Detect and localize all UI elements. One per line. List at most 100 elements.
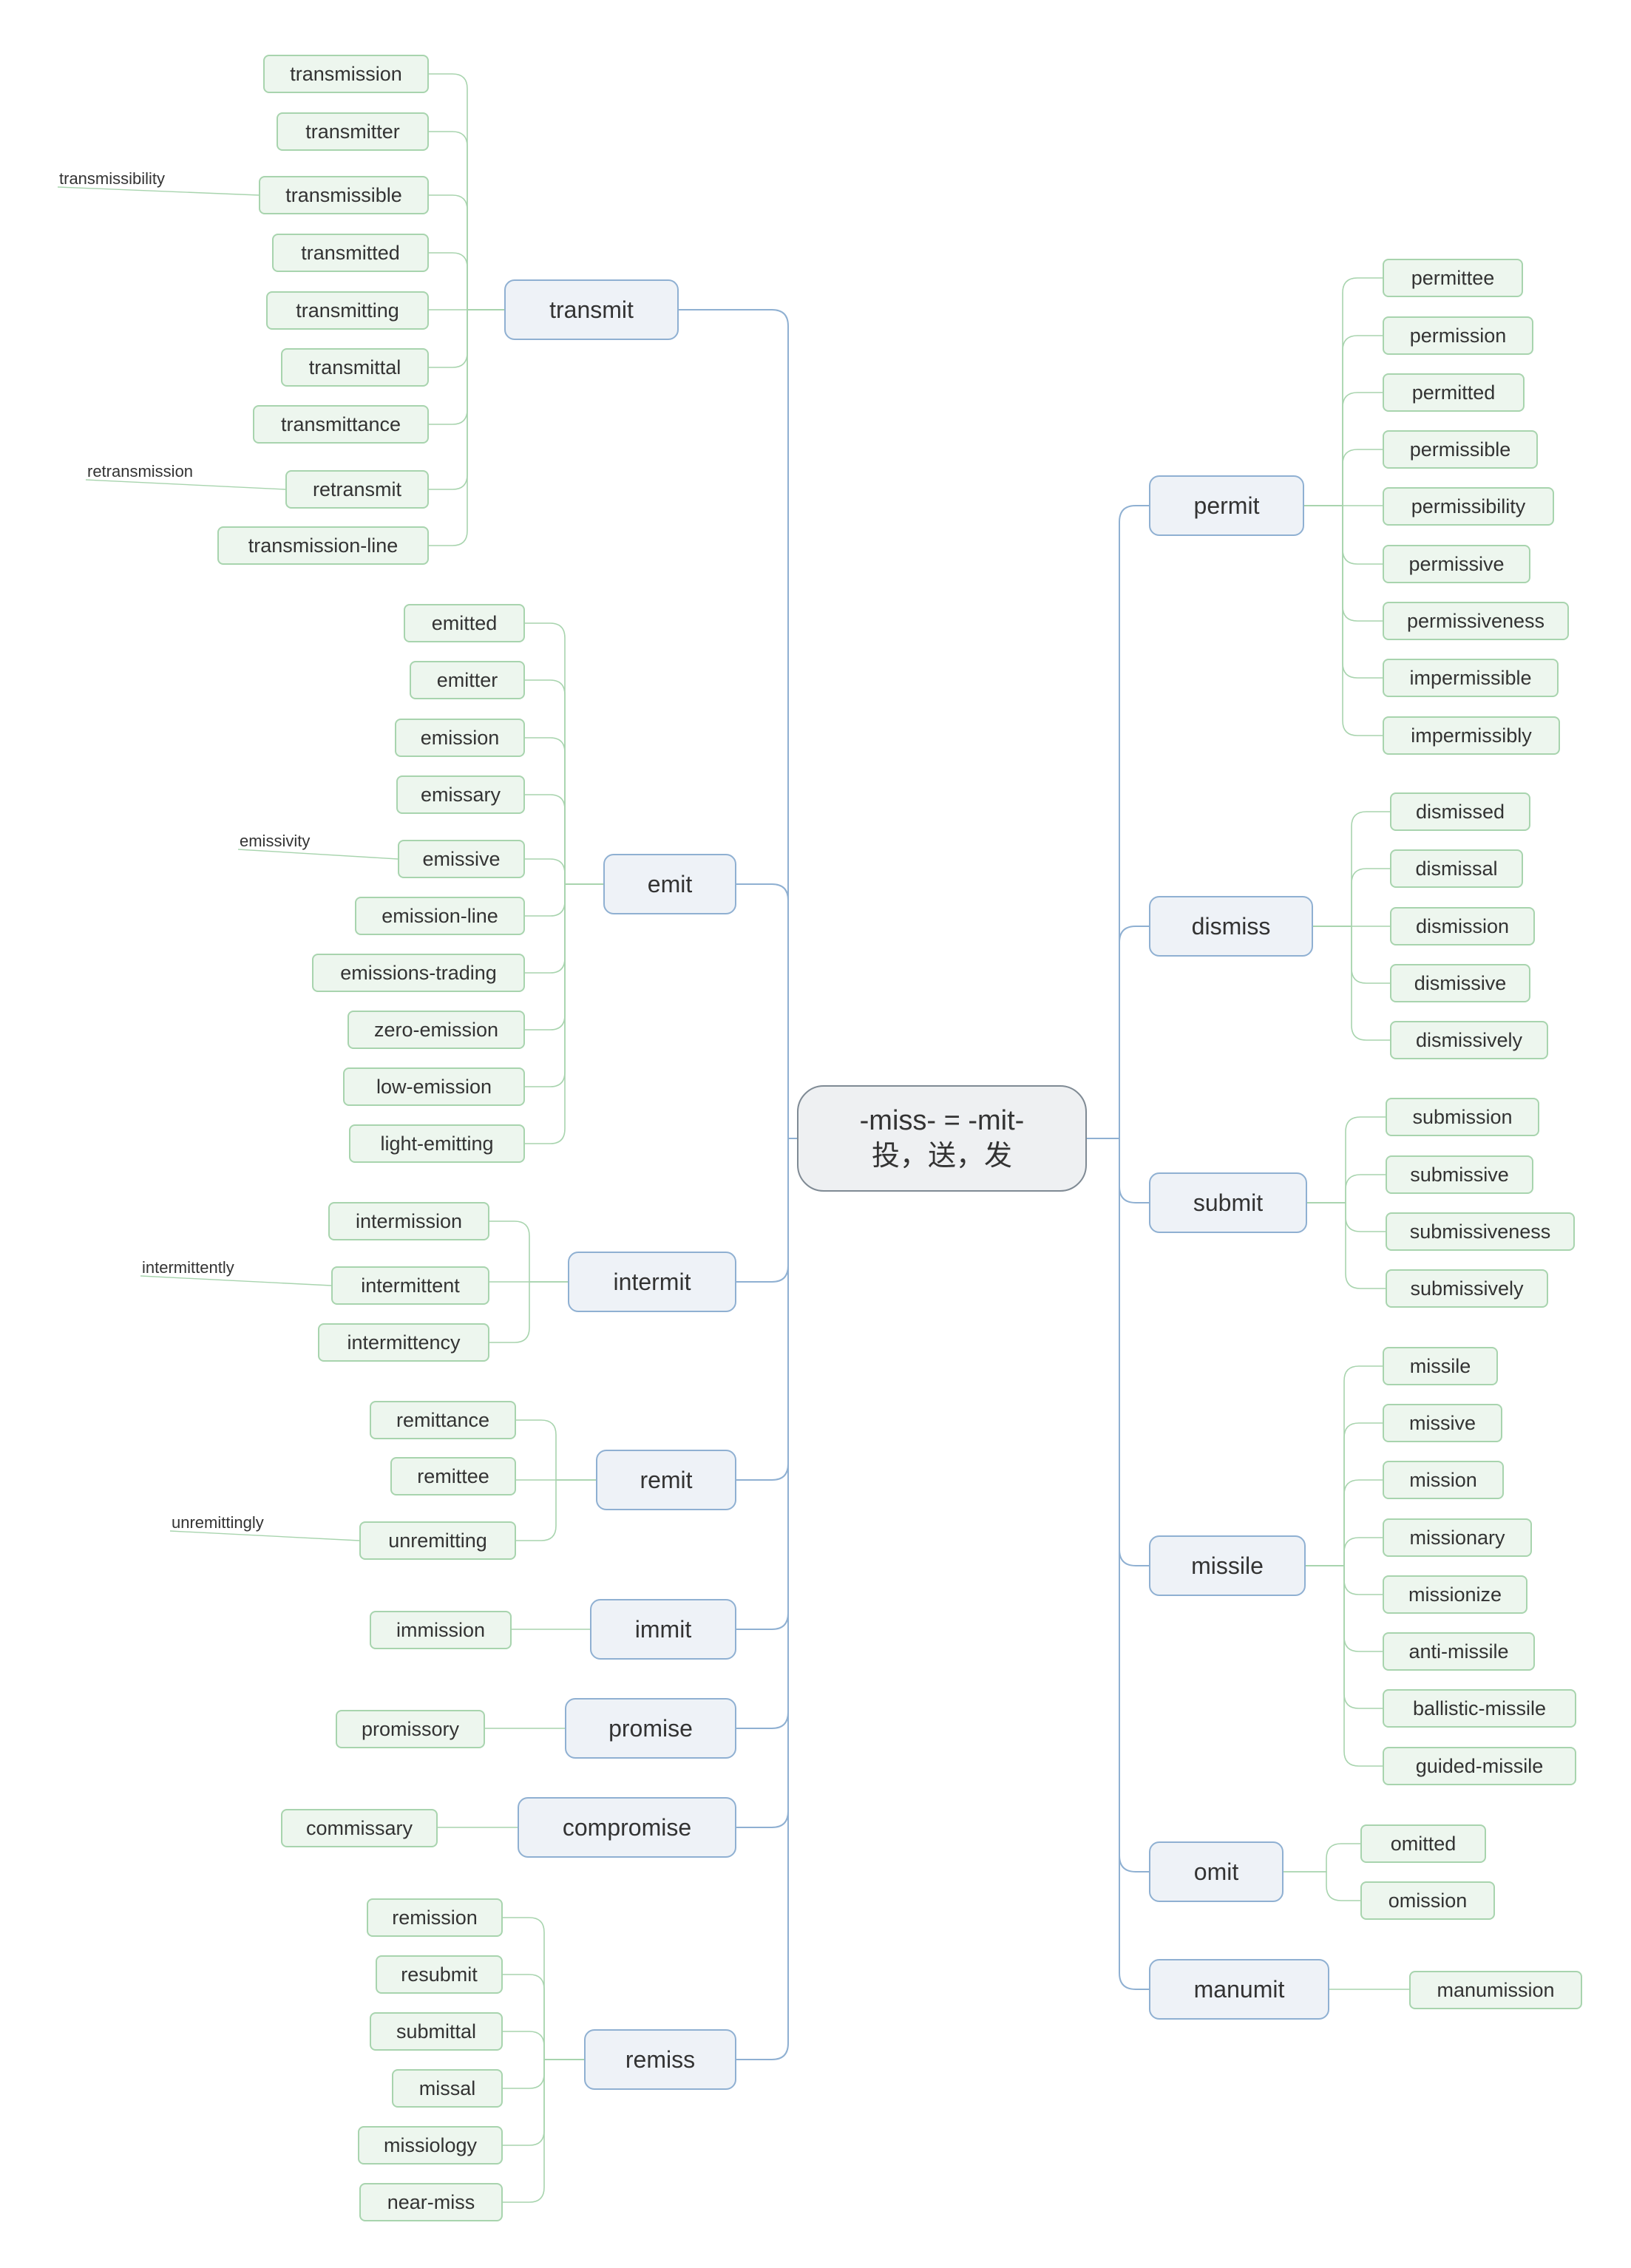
leaf-permissible[interactable]: permissible: [1383, 430, 1538, 469]
leaf-transmission[interactable]: transmission: [263, 55, 429, 93]
root-topic[interactable]: -miss- = -mit- 投，送，发: [797, 1085, 1087, 1192]
leaf-missiology[interactable]: missiology: [358, 2126, 503, 2165]
leaf-unremitting[interactable]: unremitting: [359, 1521, 516, 1560]
leaf-transmission-line[interactable]: transmission-line: [217, 526, 429, 565]
leaf-permitted[interactable]: permitted: [1383, 373, 1525, 412]
leaf-permissibility[interactable]: permissibility: [1383, 487, 1554, 526]
connector-line: [489, 1220, 568, 1283]
leaf-transmitted[interactable]: transmitted: [272, 234, 429, 272]
connector-line: [736, 883, 789, 1138]
leaf-low-emission[interactable]: low-emission: [343, 1067, 525, 1106]
branch-promise[interactable]: promise: [565, 1698, 736, 1759]
branch-manumit[interactable]: manumit: [1149, 1959, 1329, 2020]
leaf-omission[interactable]: omission: [1360, 1881, 1495, 1920]
connector-line: [679, 309, 789, 1138]
leaf-submission[interactable]: submission: [1386, 1098, 1539, 1136]
connector-line: [429, 309, 504, 546]
leaf-missionize[interactable]: missionize: [1383, 1575, 1527, 1614]
connector-line: [503, 2059, 584, 2089]
connector-line: [1306, 1365, 1383, 1566]
leaf-emitted[interactable]: emitted: [404, 604, 525, 642]
leaf-transmitting[interactable]: transmitting: [266, 291, 429, 330]
leaf-promissory[interactable]: promissory: [336, 1710, 485, 1748]
branch-intermit[interactable]: intermit: [568, 1252, 736, 1312]
leaf-dismissed[interactable]: dismissed: [1390, 792, 1530, 831]
leaf-manumission[interactable]: manumission: [1409, 1971, 1582, 2009]
note-transmissibility[interactable]: transmissibility: [59, 169, 166, 188]
leaf-missal[interactable]: missal: [392, 2069, 503, 2108]
leaf-permission[interactable]: permission: [1383, 316, 1533, 355]
branch-emit[interactable]: emit: [603, 854, 736, 914]
connector-line: [1313, 811, 1390, 927]
leaf-emitter[interactable]: emitter: [410, 661, 525, 699]
leaf-missive[interactable]: missive: [1383, 1404, 1502, 1442]
leaf-emissive[interactable]: emissive: [398, 840, 525, 878]
leaf-intermittency[interactable]: intermittency: [318, 1323, 489, 1362]
note-retransmission[interactable]: retransmission: [87, 462, 194, 481]
connector-line: [429, 73, 504, 310]
leaf-transmitter[interactable]: transmitter: [277, 112, 429, 151]
leaf-anti-missile[interactable]: anti-missile: [1383, 1632, 1535, 1671]
leaf-ballistic-missile[interactable]: ballistic-missile: [1383, 1689, 1576, 1728]
leaf-permissive[interactable]: permissive: [1383, 545, 1530, 583]
leaf-dismission[interactable]: dismission: [1390, 907, 1535, 945]
leaf-remittance[interactable]: remittance: [370, 1401, 516, 1439]
leaf-transmittal[interactable]: transmittal: [281, 348, 429, 387]
leaf-missionary[interactable]: missionary: [1383, 1518, 1532, 1557]
leaf-retransmit[interactable]: retransmit: [285, 470, 429, 509]
leaf-remission[interactable]: remission: [367, 1898, 503, 1937]
leaf-submittal[interactable]: submittal: [370, 2012, 503, 2051]
leaf-submissiveness[interactable]: submissiveness: [1386, 1212, 1575, 1251]
leaf-transmissible[interactable]: transmissible: [259, 176, 429, 214]
branch-submit[interactable]: submit: [1149, 1172, 1307, 1233]
branch-remiss[interactable]: remiss: [584, 2029, 736, 2090]
note-intermittently[interactable]: intermittently: [142, 1258, 234, 1277]
leaf-impermissible[interactable]: impermissible: [1383, 659, 1559, 697]
connector-line: [85, 479, 286, 490]
branch-permit[interactable]: permit: [1149, 475, 1304, 536]
branch-missile[interactable]: missile: [1149, 1535, 1306, 1596]
leaf-resubmit[interactable]: resubmit: [376, 1955, 503, 1994]
connector-line: [1307, 1202, 1386, 1232]
connector-line: [503, 1974, 584, 2060]
branch-remit[interactable]: remit: [596, 1450, 736, 1510]
branch-transmit[interactable]: transmit: [504, 279, 679, 340]
leaf-light-emitting[interactable]: light-emitting: [349, 1124, 525, 1163]
branch-omit[interactable]: omit: [1149, 1841, 1284, 1902]
leaf-immission[interactable]: immission: [370, 1611, 512, 1649]
leaf-emission-line[interactable]: emission-line: [355, 897, 525, 935]
leaf-guided-missile[interactable]: guided-missile: [1383, 1747, 1576, 1785]
leaf-omitted[interactable]: omitted: [1360, 1824, 1486, 1863]
root-topic-meaning: 投，送，发: [871, 1141, 1012, 1172]
leaf-intermission[interactable]: intermission: [328, 1202, 489, 1240]
leaf-zero-emission[interactable]: zero-emission: [347, 1011, 525, 1049]
leaf-permissiveness[interactable]: permissiveness: [1383, 602, 1569, 640]
connector-line: [1306, 1479, 1383, 1566]
leaf-dismissal[interactable]: dismissal: [1390, 849, 1523, 888]
note-unremittingly[interactable]: unremittingly: [172, 1513, 264, 1532]
connector-line: [1304, 505, 1383, 736]
leaf-emission[interactable]: emission: [395, 719, 525, 757]
leaf-impermissibly[interactable]: impermissibly: [1383, 716, 1560, 755]
connector-line: [736, 1138, 789, 1481]
leaf-commissary[interactable]: commissary: [281, 1809, 438, 1847]
leaf-dismissive[interactable]: dismissive: [1390, 964, 1530, 1002]
branch-dismiss[interactable]: dismiss: [1149, 896, 1313, 957]
connector-line: [736, 1138, 789, 1828]
leaf-transmittance[interactable]: transmittance: [253, 405, 429, 444]
leaf-missile[interactable]: missile: [1383, 1347, 1498, 1385]
leaf-remittee[interactable]: remittee: [390, 1457, 516, 1495]
branch-compromise[interactable]: compromise: [518, 1797, 736, 1858]
note-emissivity[interactable]: emissivity: [240, 832, 311, 850]
leaf-dismissively[interactable]: dismissively: [1390, 1021, 1548, 1059]
leaf-intermittent[interactable]: intermittent: [331, 1266, 489, 1305]
branch-immit[interactable]: immit: [590, 1599, 736, 1660]
leaf-emissions-trading[interactable]: emissions-trading: [312, 954, 525, 992]
leaf-near-miss[interactable]: near-miss: [359, 2183, 503, 2221]
leaf-permittee[interactable]: permittee: [1383, 259, 1523, 297]
leaf-submissively[interactable]: submissively: [1386, 1269, 1548, 1308]
leaf-emissary[interactable]: emissary: [396, 775, 525, 814]
leaf-mission[interactable]: mission: [1383, 1461, 1504, 1499]
leaf-submissive[interactable]: submissive: [1386, 1155, 1533, 1194]
connector-line: [736, 1138, 789, 1630]
